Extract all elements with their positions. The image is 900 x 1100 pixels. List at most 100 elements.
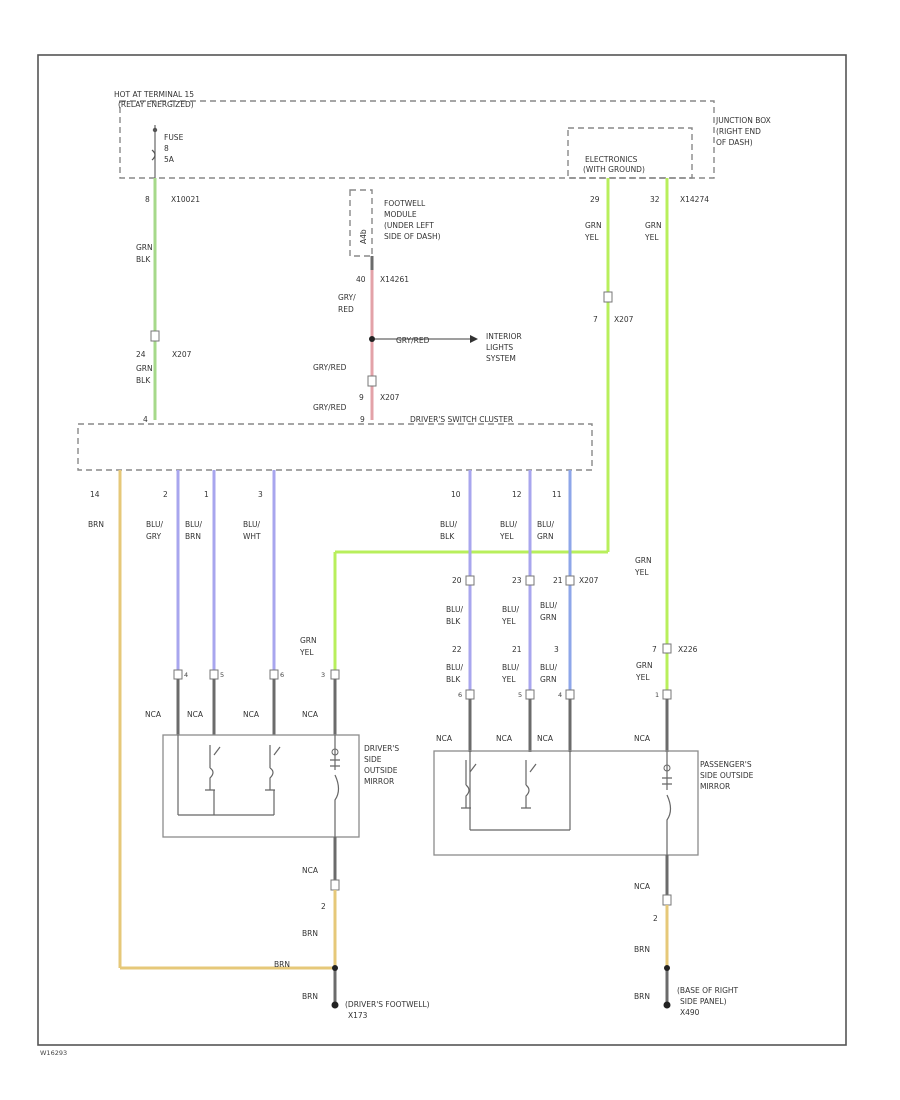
row-b-grn-3: GRN [540,675,557,684]
row-a-pin-3: 21 [553,576,563,585]
row-a-blu-3: BLU/ [540,601,557,610]
interior-lights-label-1: INTERIOR [486,332,522,341]
junction-box-label-1: JUNCTION BOX [715,116,771,125]
nca-right-4: NCA [634,734,651,743]
electronics-ground-label: (WITH GROUND) [583,165,645,174]
drivers-mirror-label-1: DRIVER'S [364,744,399,753]
cluster-pin-4: 4 [143,415,148,424]
left-mirror-pin-4: 3 [321,671,325,679]
right-ground-label-1: (BASE OF RIGHT [677,986,739,995]
left-ground-point-icon [331,1001,339,1009]
left-wire-connector: X10021 [171,195,200,204]
drivers-switch-cluster-label: DRIVER'S SWITCH CLUSTER [410,415,513,424]
x226-grn: GRN [636,661,653,670]
splice-interior-lights [369,336,375,342]
row-a-connector: X207 [579,576,599,585]
fuse-terminal-top [152,127,158,133]
row-a-pin-2: 23 [512,576,522,585]
left-mirror-conn-2 [209,669,219,680]
left-mirror-pin-2: 5 [220,671,224,679]
footwell-module-outline [349,189,373,257]
left-wire-color-blk-2: BLK [136,376,151,385]
row-a-grn-3: GRN [540,613,557,622]
left-ground-connector [330,879,340,891]
left-ground-brn: BRN [302,929,318,938]
nca-left-3: NCA [243,710,260,719]
drivers-mirror-motor-1-icon [205,745,221,791]
relay-energized-label: (RELAY ENERGIZED) [118,100,194,109]
passenger-mirror-motor-1-icon [461,760,477,809]
grn-yel-lower-a: GRN [635,556,652,565]
blu-wht-label-b: WHT [243,532,261,541]
blu-gry-label-a: BLU/ [146,520,163,529]
nca-left-4: NCA [302,710,319,719]
nca-right-2: NCA [496,734,513,743]
right-x207-pin: 7 [593,315,598,324]
row-b-yel-2: YEL [501,675,516,684]
blu-yel-label-a: BLU/ [500,520,517,529]
cluster-pin-10: 10 [451,490,461,499]
footwell-label-1: FOOTWELL [384,199,426,208]
footwell-label-3: (UNDER LEFT [384,221,434,230]
mid-splice-pin: 9 [359,393,364,402]
electronics-label: ELECTRONICS [585,155,638,164]
passenger-mirror-label-1: PASSENGER'S [700,760,752,769]
row-b-pin-3: 3 [554,645,559,654]
left-ground-brn-2: BRN [302,992,318,1001]
fuse-number: 8 [164,144,169,153]
nca-right-ground: NCA [634,882,651,891]
brn-bottom-label: BRN [274,960,290,969]
row-a-pin-1: 20 [452,576,462,585]
left-s207-pin: 24 [136,350,146,359]
right-ground-label-3: X490 [680,1008,700,1017]
gry-red-label-c: GRY/RED [313,363,347,372]
right-a-color-grn: GRN [585,221,602,230]
left-ground-splice [332,965,338,971]
fuse-label: FUSE [164,133,184,142]
connector-row-a-2 [525,575,535,586]
junction-box-label-2: (RIGHT END [716,127,761,136]
footwell-connector: X14261 [380,275,409,284]
diagram-id: W16293 [40,1049,67,1057]
connector-x207-mid [367,375,377,387]
row-b-pin-2: 21 [512,645,522,654]
nca-left-2: NCA [187,710,204,719]
right-ground-brn-2: BRN [634,992,650,1001]
cluster-pin-12: 12 [512,490,522,499]
right-ground-connector [662,894,672,906]
left-ground-label-1: (DRIVER'S FOOTWELL) [345,1000,430,1009]
left-wire-color-grn: GRN [136,243,153,252]
left-ground-label-2: X173 [348,1011,368,1020]
footwell-label-4: SIDE OF DASH) [384,232,441,241]
right-mirror-pin-3: 4 [558,691,562,699]
right-b-color-grn: GRN [645,221,662,230]
right-mirror-pin-2: 5 [518,691,522,699]
splice-wire-label: GRY/RED [396,336,430,345]
grn-yel-left-a: GRN [300,636,317,645]
left-wire-pin: 8 [145,195,150,204]
drivers-mirror-label-4: MIRROR [364,777,394,786]
row-b-blu-3: BLU/ [540,663,557,672]
cluster-pin-9: 9 [360,415,365,424]
passenger-mirror-internals [461,751,672,855]
blu-yel-label-b: YEL [499,532,514,541]
right-mirror-conn-4 [662,689,672,700]
connector-row-a-1 [465,575,475,586]
blu-brn-label-b: BRN [185,532,201,541]
blu-wht-label-a: BLU/ [243,520,260,529]
right-mirror-pin-4: 1 [655,691,659,699]
cluster-pin-11: 11 [552,490,562,499]
electronics-box-outline [567,127,693,179]
drivers-mirror-box [162,734,360,838]
mid-splice-connector: X207 [380,393,400,402]
drivers-mirror-label-3: OUTSIDE [364,766,398,775]
power-box-outline [119,100,715,179]
right-ground-label-2: SIDE PANEL) [680,997,727,1006]
connector-x207-right [603,291,613,303]
cluster-pin-1: 1 [204,490,209,499]
grn-yel-left-b: YEL [299,648,314,657]
right-mirror-conn-3 [565,689,575,700]
fuse-icon [151,149,156,161]
nca-right-1: NCA [436,734,453,743]
